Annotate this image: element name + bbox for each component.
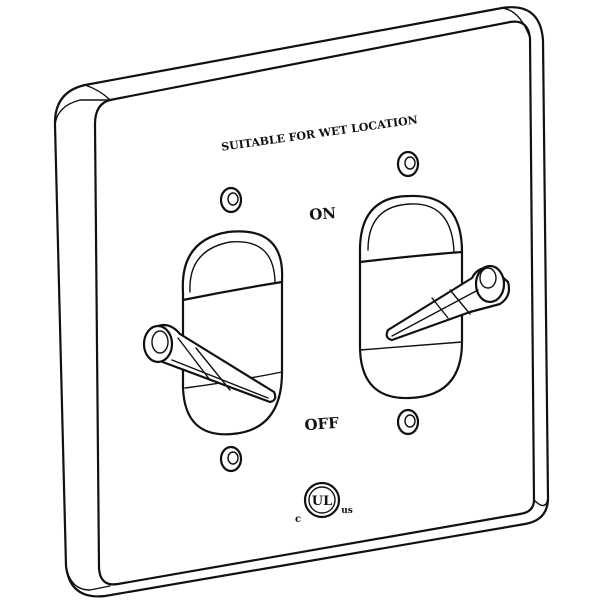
cover-body xyxy=(53,6,550,598)
left-switch-pivot xyxy=(142,324,174,364)
cert-mark-ul: UL xyxy=(312,494,332,509)
screw-hole-bottom-left xyxy=(219,445,243,473)
screw-hole-top-right xyxy=(396,150,420,178)
cert-mark-us: us xyxy=(341,506,353,516)
left-switch-housing xyxy=(181,230,284,436)
cert-mark-c: c xyxy=(295,514,301,525)
left-switch[interactable] xyxy=(142,230,284,436)
cul-us-certification-mark: UL c us xyxy=(295,481,353,525)
screw-hole-bottom-right xyxy=(396,408,420,436)
right-switch[interactable] xyxy=(358,194,511,400)
right-switch-pivot xyxy=(474,264,506,304)
screw-holes xyxy=(219,150,420,473)
off-label: OFF xyxy=(304,414,340,434)
on-label: ON xyxy=(309,204,337,224)
screw-hole-top-left xyxy=(219,186,243,214)
